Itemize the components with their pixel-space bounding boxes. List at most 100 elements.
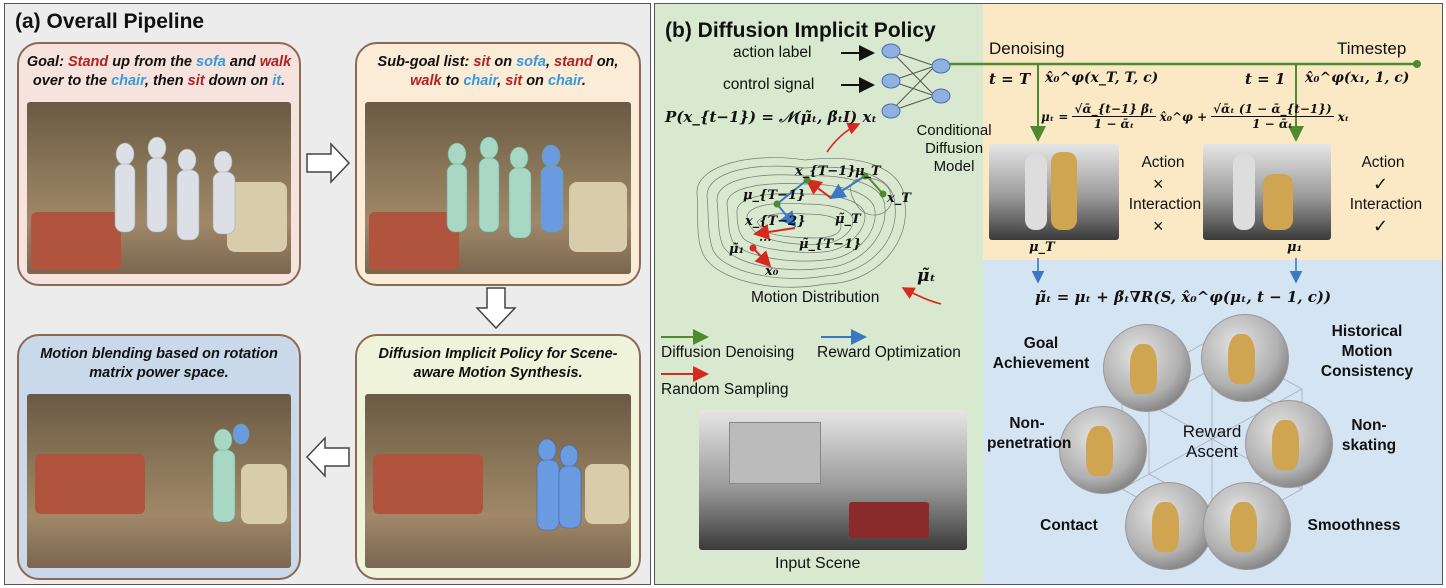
subgoal-text-segment: , — [546, 54, 554, 70]
subgoal-text-segment: on, — [593, 54, 619, 70]
label-x-0: x₀ — [765, 264, 778, 279]
panel-diffusion-implicit-policy: (b) Diffusion Implicit Policy action lab… — [654, 3, 1443, 585]
smoothness-label: Smoothness — [1299, 516, 1409, 536]
interaction-label-1: Interaction — [1341, 196, 1431, 214]
contact-label: Contact — [1029, 516, 1109, 536]
action-cross-icon: × — [1153, 174, 1164, 195]
subgoal-text-segment: on — [490, 54, 516, 70]
panel-a-title: (a) Overall Pipeline — [15, 10, 204, 34]
legend-reward-optimization: Reward Optimization — [817, 344, 961, 362]
dip-scene-image — [365, 394, 631, 568]
subgoal-scene-image — [365, 102, 631, 274]
arrow-left-icon — [305, 436, 351, 478]
mu-frac-2: √ᾱₜ (1 − ᾱ_{t−1}) 1 − ᾱₜ — [1211, 102, 1333, 131]
blending-scene-image — [27, 394, 291, 568]
interaction-cross-icon: × — [1153, 216, 1164, 237]
denoising-label: Denoising — [989, 39, 1065, 59]
goal-achievement-label: Goal Achievement — [991, 334, 1091, 374]
action-1-image — [1203, 144, 1331, 240]
conditional-diffusion-model-label: Conditional Diffusion Model — [909, 122, 999, 176]
input-scene-image — [699, 410, 967, 550]
label-x-T: x_T — [887, 191, 911, 206]
goal-text-segment: sit — [188, 73, 205, 89]
reward-formula: μ̃ₜ = μₜ + β̃ₜ∇R(S, x̂₀^φ(μₜ, t − 1, c)) — [1035, 288, 1331, 306]
label-x-T-1: x_{T−1} — [795, 164, 856, 179]
subgoal-text-segment: Sub-goal list: — [378, 54, 474, 70]
contact-image — [1125, 482, 1213, 570]
input-scene-label: Input Scene — [775, 555, 860, 573]
subgoal-text-segment: chair — [463, 73, 497, 89]
goal-text-segment: up from the — [108, 54, 196, 70]
subgoal-text-segment: to — [442, 73, 464, 89]
mu-t-formula: μₜ = √ᾱ_{t−1} βₜ 1 − ᾱₜ x̂₀^φ + √ᾱₜ (1 −… — [1041, 102, 1349, 131]
dip-card: Diffusion Implicit Policy for Scene-awar… — [355, 334, 641, 580]
subgoal-text-segment: sit — [473, 54, 490, 70]
smoothness-image — [1203, 482, 1291, 570]
motion-blending-card: Motion blending based on rotation matrix… — [17, 334, 301, 580]
mu-1-label: μ₁ — [1287, 240, 1302, 255]
non-skating-image — [1245, 400, 1333, 488]
subgoal-text-segment: sofa — [516, 54, 546, 70]
label-mu-T: μ_T — [855, 164, 881, 179]
label-mu-tilde-T-1: μ̃_{T−1} — [799, 237, 861, 252]
mu-frac-2-den: 1 − ᾱₜ — [1252, 117, 1292, 131]
goal-text: Goal: Stand up from the sofa and walk ov… — [19, 44, 299, 91]
goal-text-segment: Goal: — [27, 54, 68, 70]
dip-text: Diffusion Implicit Policy for Scene-awar… — [357, 336, 639, 383]
mu-formula-tail: xₜ — [1338, 110, 1350, 124]
goal-achievement-image — [1103, 324, 1191, 412]
non-penetration-label: Non-penetration — [987, 414, 1067, 454]
action-check-icon: ✓ — [1373, 174, 1388, 195]
mu-tilde-t-label: μ̃ₜ — [917, 266, 936, 286]
goal-text-segment: walk — [260, 54, 291, 70]
goal-text-segment: it — [272, 73, 281, 89]
label-x-T-2: x_{T−2} — [745, 214, 806, 229]
legend-random-sampling: Random Sampling — [661, 381, 789, 399]
x0-hat-1: x̂₀^φ(x₁, 1, c) — [1305, 70, 1409, 86]
interaction-label-T: Interaction — [1125, 196, 1205, 214]
goal-text-segment: over to the — [33, 73, 111, 89]
non-skating-label: Non-skating — [1337, 416, 1401, 456]
action-label-T: Action — [1135, 154, 1191, 172]
mu-frac-2-num: √ᾱₜ (1 − ᾱ_{t−1}) — [1211, 102, 1333, 117]
x0-hat-T: x̂₀^φ(x_T, T, c) — [1045, 70, 1158, 86]
label-mu-tilde-1: μ̃₁ — [729, 242, 744, 257]
goal-card: Goal: Stand up from the sofa and walk ov… — [17, 42, 301, 286]
subgoal-text: Sub-goal list: sit on sofa, stand on, wa… — [357, 44, 639, 91]
reward-ascent-label: Reward Ascent — [1170, 422, 1254, 462]
motion-distribution-label: Motion Distribution — [751, 289, 879, 307]
mu-T-label: μ_T — [1029, 240, 1055, 255]
mu-frac-1: √ᾱ_{t−1} βₜ 1 − ᾱₜ — [1072, 102, 1155, 131]
mu-frac-1-num: √ᾱ_{t−1} βₜ — [1072, 102, 1155, 117]
legend-diffusion-denoising: Diffusion Denoising — [661, 344, 794, 362]
mu-formula-left: μₜ = — [1041, 110, 1068, 124]
goal-text-segment: chair — [111, 73, 145, 89]
arrow-down-icon — [475, 286, 517, 330]
action-label-1: Action — [1355, 154, 1411, 172]
motion-blending-text: Motion blending based on rotation matrix… — [19, 336, 299, 383]
label-mu-T-1: μ_{T−1} — [743, 188, 805, 203]
label-mu-tilde-T: μ̃_T — [835, 212, 861, 227]
timestep-label: Timestep — [1337, 39, 1406, 59]
subgoal-text-segment: chair — [548, 73, 582, 89]
mu-frac-1-den: 1 − ᾱₜ — [1094, 117, 1134, 131]
subgoal-text-segment: . — [582, 73, 586, 89]
subgoal-text-segment: stand — [554, 54, 593, 70]
subgoal-text-segment: walk — [410, 73, 441, 89]
action-T-image — [989, 144, 1119, 240]
label-dots: ... — [759, 230, 772, 244]
non-penetration-image — [1059, 406, 1147, 494]
mu-formula-mid: x̂₀^φ + — [1160, 110, 1208, 124]
subgoal-text-segment: sit — [505, 73, 522, 89]
panel-overall-pipeline: (a) Overall Pipeline Goal: Stand up from… — [4, 3, 651, 585]
arrow-right-icon — [305, 142, 351, 184]
goal-text-segment: sofa — [196, 54, 226, 70]
historical-consistency-image — [1201, 314, 1289, 402]
goal-text-segment: Stand — [68, 54, 108, 70]
t-equals-1: t = 1 — [1245, 70, 1285, 88]
t-equals-T: t = T — [989, 70, 1030, 88]
goal-text-segment: . — [281, 73, 285, 89]
posterior-formula: P(x_{t−1}) = 𝒩(μ̃ₜ, β̃ₜI) xₜ — [665, 108, 877, 126]
historical-consistency-label: Historical Motion Consistency — [1307, 322, 1427, 382]
subgoal-text-segment: on — [522, 73, 548, 89]
